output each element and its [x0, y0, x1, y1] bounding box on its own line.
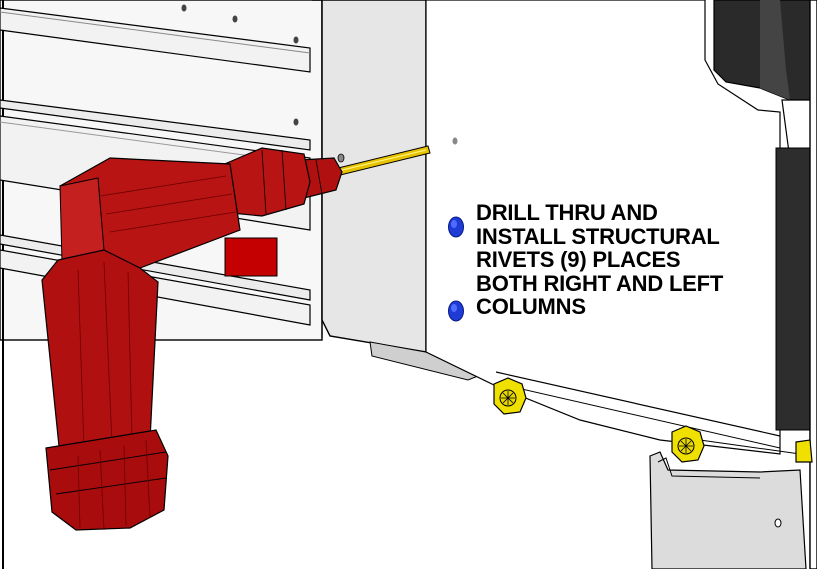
rivet-icon	[448, 216, 464, 238]
instruction-line: BOTH RIGHT AND LEFT	[476, 270, 724, 296]
rivet-icon	[448, 300, 464, 322]
instruction-line: COLUMNS	[476, 294, 586, 319]
bolt-icon	[493, 377, 527, 415]
instruction-line: INSTALL STRUCTURAL	[476, 223, 720, 249]
bolt-icon	[795, 439, 813, 463]
instruction-line: RIVETS (9) PLACES	[476, 247, 681, 272]
right-frame	[713, 0, 817, 569]
bottom-bracket	[649, 439, 807, 569]
drill-icon	[41, 147, 343, 531]
instruction-line: DRILL THRU AND	[476, 200, 658, 225]
install-instruction-callout: DRILL THRU AND INSTALL STRUCTURAL RIVETS…	[476, 201, 776, 319]
bolt-icon	[671, 425, 705, 463]
